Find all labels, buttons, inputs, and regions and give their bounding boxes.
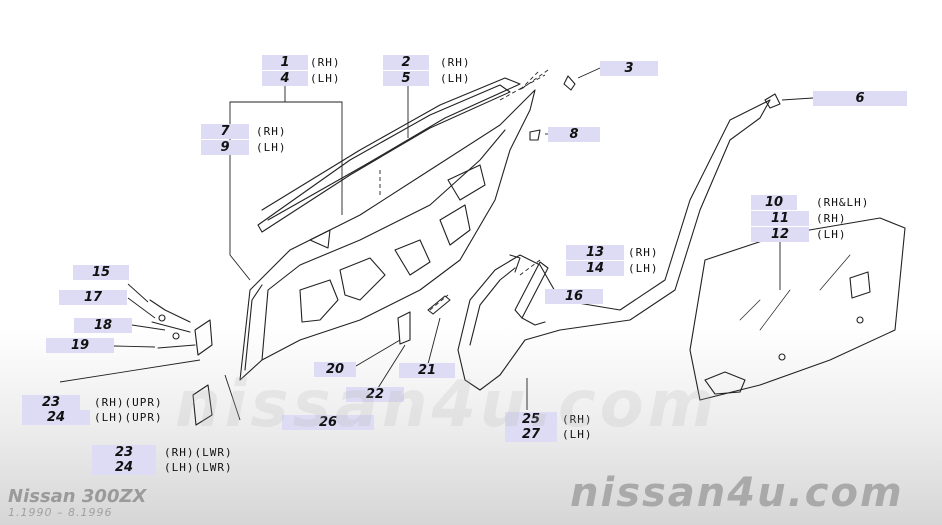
callout-26: 26 <box>282 415 374 430</box>
model-years: 1.1990 – 8.1996 <box>8 506 113 519</box>
glass-run <box>514 261 549 319</box>
callout-12-note: (LH) <box>816 228 847 241</box>
callout-6: 6 <box>813 91 907 106</box>
callout-24-upper-note: (LH)(UPR) <box>94 411 163 424</box>
callout-13: 13 <box>566 245 624 260</box>
callout-5-note: (LH) <box>440 72 471 85</box>
callout-23-lower: 23 <box>92 445 156 460</box>
callout-3: 3 <box>600 61 658 76</box>
callout-15: 15 <box>73 265 129 280</box>
callout-2-note: (RH) <box>440 56 471 69</box>
callout-4: 4 <box>262 71 308 86</box>
callout-24-lower: 24 <box>92 460 156 475</box>
callout-25: 25 <box>505 412 557 427</box>
callout-13-note: (RH) <box>628 246 659 259</box>
callout-1: 1 <box>262 55 308 70</box>
callout-5: 5 <box>383 71 429 86</box>
hinge-upper <box>194 319 213 356</box>
callout-24-upper: 24 <box>22 410 90 425</box>
callout-1-note: (RH) <box>310 56 341 69</box>
callout-23-upper-note: (RH)(UPR) <box>94 396 163 409</box>
callout-27: 27 <box>505 427 557 442</box>
callout-23-lower-note: (RH)(LWR) <box>164 446 233 459</box>
callout-17: 17 <box>59 290 127 305</box>
callout-10-note: (RH&LH) <box>816 196 870 209</box>
watermark-corner-link[interactable]: nissan4u.com <box>570 470 904 516</box>
callout-7-note: (RH) <box>256 125 287 138</box>
callout-11-note: (RH) <box>816 212 847 225</box>
callout-24-lower-note: (LH)(LWR) <box>164 461 233 474</box>
callout-9-note: (LH) <box>256 141 287 154</box>
weatherstrip-inner <box>257 84 511 233</box>
opening-weatherstrip <box>457 99 771 391</box>
callout-16: 16 <box>545 289 603 304</box>
callout-20: 20 <box>314 362 356 377</box>
callout-21: 21 <box>399 363 455 378</box>
callout-4-note: (LH) <box>310 72 341 85</box>
callout-25-note: (RH) <box>562 413 593 426</box>
model-name: Nissan 300ZX <box>8 486 147 507</box>
callout-8: 8 <box>548 127 600 142</box>
callout-10: 10 <box>751 195 797 210</box>
callout-7: 7 <box>201 124 249 139</box>
hinge-lower <box>192 384 213 426</box>
callout-14: 14 <box>566 261 624 276</box>
callout-14-note: (LH) <box>628 262 659 275</box>
callout-23-upper: 23 <box>22 395 80 410</box>
callout-12: 12 <box>751 227 809 242</box>
callout-11: 11 <box>751 211 809 226</box>
weatherstrip-outer <box>261 77 521 221</box>
callout-22: 22 <box>346 387 404 402</box>
callout-27-note: (LH) <box>562 428 593 441</box>
watermark-center: nissan4u.com <box>175 368 719 442</box>
callout-2: 2 <box>383 55 429 70</box>
callout-18: 18 <box>74 318 132 333</box>
callout-19: 19 <box>46 338 114 353</box>
callout-9: 9 <box>201 140 249 155</box>
